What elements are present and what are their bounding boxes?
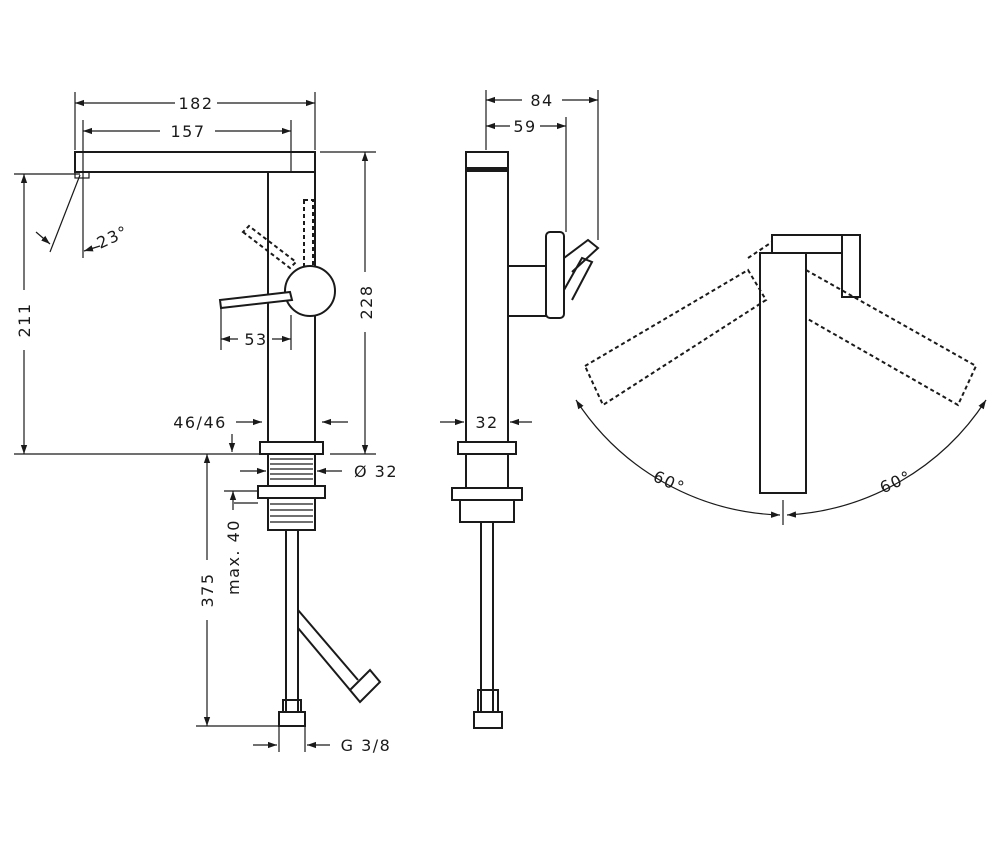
dim-connection-thread: G 3/8 <box>341 736 392 755</box>
spout-rotated-left <box>583 268 768 407</box>
side-handle-raised <box>563 256 594 301</box>
rotation-arc-left <box>575 399 781 518</box>
handle-lever <box>218 290 294 310</box>
handle-raised-position <box>241 224 298 270</box>
spout <box>74 151 316 173</box>
nut-lines <box>270 503 313 523</box>
handle-hub <box>284 265 336 317</box>
dim-base-clearance: 46/46 <box>173 413 227 432</box>
front-view <box>74 151 382 727</box>
thread-lines <box>270 458 313 480</box>
dim-side-depth: 84 <box>530 91 553 110</box>
side-dimensions: 84 59 32 <box>440 90 599 432</box>
dim-below-deck-length: 375 <box>198 572 217 607</box>
dim-overall-width: 182 <box>178 94 213 113</box>
dim-rotation-right: 60° <box>877 467 915 498</box>
spout-center <box>759 252 807 494</box>
spout-outlet <box>74 171 90 179</box>
dim-handle-offset: 53 <box>244 330 267 349</box>
top-view: 60° 60° <box>575 234 987 525</box>
dim-spout-height: 211 <box>15 302 34 337</box>
front-dimensions: 182 157 211 23° 228 53 46/46 <box>14 92 398 755</box>
side-handle-lever <box>545 231 565 319</box>
dim-side-body-width: 32 <box>475 413 498 432</box>
side-handle-tip <box>563 238 600 273</box>
spout-rotated-right <box>805 268 978 407</box>
dim-overall-height: 228 <box>357 284 376 319</box>
supply-hose-straight <box>285 530 299 712</box>
side-hose-ferrule <box>477 689 499 713</box>
side-shank <box>465 453 509 489</box>
supply-hose-angled <box>297 609 359 691</box>
hose-connector-angled <box>348 668 382 704</box>
hose-ferrule <box>282 699 302 713</box>
side-handle-hub <box>507 265 547 317</box>
top-handle-end <box>841 234 861 298</box>
side-body <box>465 151 509 443</box>
base-ring <box>259 441 324 455</box>
side-supply-hose <box>480 522 494 712</box>
dim-spout-reach: 157 <box>170 122 205 141</box>
top-handle-lever <box>771 234 843 254</box>
dim-max-deck-thickness: max. 40 <box>224 519 243 595</box>
dim-spout-angle: 23° <box>94 221 132 252</box>
mounting-nut <box>267 497 316 531</box>
side-mount-nut <box>459 499 515 523</box>
side-lock-nut <box>451 487 523 501</box>
dim-body-diameter: Ø 32 <box>354 462 398 481</box>
hose-connector <box>278 711 306 727</box>
top-handle-guide <box>747 241 773 259</box>
side-view <box>451 151 600 729</box>
side-base <box>457 441 517 455</box>
lock-nut <box>257 485 326 499</box>
side-spout-band <box>466 167 508 172</box>
dim-side-handle-depth: 59 <box>513 117 536 136</box>
rotation-arc-right <box>786 399 987 518</box>
handle-hidden-outline <box>303 199 314 271</box>
dim-rotation-left: 60° <box>650 467 688 498</box>
side-hose-connector <box>473 711 503 729</box>
